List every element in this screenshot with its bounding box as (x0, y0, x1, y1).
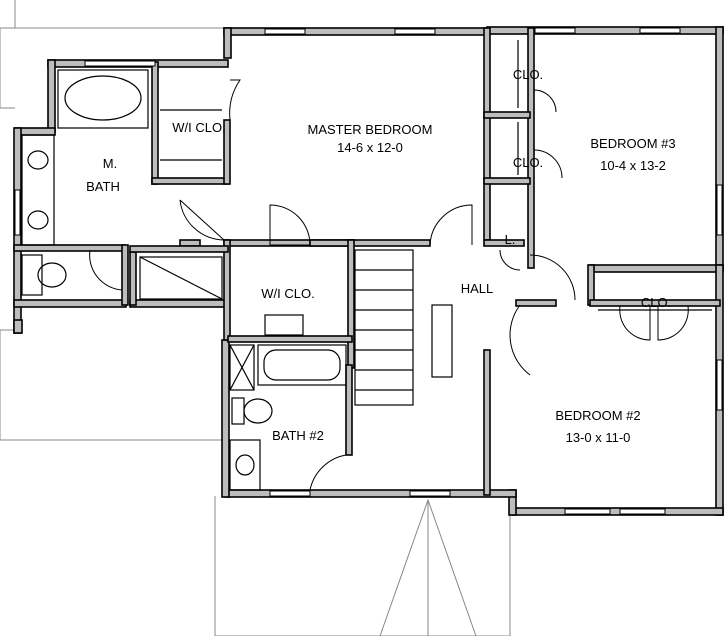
interior-walls (13, 27, 721, 496)
roof-outline (0, 0, 511, 636)
label-bedroom-2: BEDROOM #2 (555, 408, 640, 423)
label-bath-2: BATH #2 (272, 428, 324, 443)
label-wi-clo-master: W/I CLO. (172, 120, 225, 135)
label-closet-1: CLO. (513, 67, 543, 82)
label-linen: L. (505, 232, 516, 247)
label-master-bedroom: MASTER BEDROOM (308, 122, 433, 137)
label-bedroom-2-size: 13-0 x 11-0 (566, 430, 631, 445)
label-bedroom-3-size: 10-4 x 13-2 (600, 158, 666, 173)
doors (89, 79, 689, 491)
room-labels: W/I CLO. MASTER BEDROOM 14-6 x 12-0 CLO.… (86, 67, 675, 445)
label-master-bath-2: BATH (86, 179, 120, 194)
label-closet-2: CLO. (513, 155, 543, 170)
label-hall: HALL (461, 281, 494, 296)
label-bedroom-3: BEDROOM #3 (590, 136, 675, 151)
label-closet-bedroom-2: CLO. (641, 295, 671, 310)
fixtures (21, 40, 712, 491)
label-master-size: 14-6 x 12-0 (337, 140, 403, 155)
label-wi-clo-hall: W/I CLO. (261, 286, 314, 301)
label-master-bath-1: M. (103, 156, 117, 171)
windows (14, 27, 723, 515)
